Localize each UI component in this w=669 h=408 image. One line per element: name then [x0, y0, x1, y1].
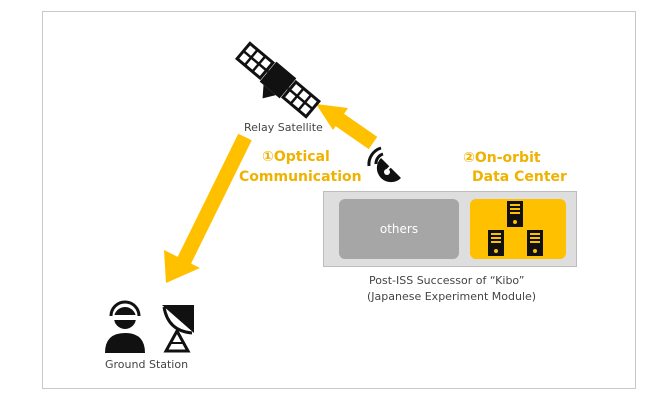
server-icon — [488, 230, 504, 256]
operator-icon — [105, 300, 145, 353]
optical-line1: Optical — [273, 149, 330, 165]
data-center-line1: On-orbit — [474, 150, 541, 166]
optical-communication-label: ①Optical — [262, 148, 330, 166]
others-block: others — [339, 199, 459, 259]
satellite-icon — [234, 41, 322, 119]
arrow-satellite-to-ground — [164, 133, 252, 283]
antenna-icon — [367, 146, 401, 183]
optical-number: ① — [262, 149, 274, 165]
optical-communication-label-line2: Communication — [239, 169, 362, 185]
data-center-number: ② — [463, 150, 475, 166]
server-icon — [527, 230, 543, 256]
module-caption-line2: (Japanese Experiment Module) — [367, 290, 537, 303]
dish-antenna-icon — [162, 305, 194, 353]
arrow-module-to-satellite — [316, 104, 378, 150]
relay-satellite-label: Relay Satellite — [244, 121, 323, 134]
data-center-label-line2: Data Center — [472, 169, 567, 185]
ground-station-label: Ground Station — [105, 358, 189, 371]
others-label: others — [379, 222, 419, 236]
module-caption-line1: Post-ISS Successor of “Kibo” — [369, 274, 525, 287]
server-icon — [507, 201, 523, 227]
data-center-label: ②On-orbit — [463, 149, 541, 167]
